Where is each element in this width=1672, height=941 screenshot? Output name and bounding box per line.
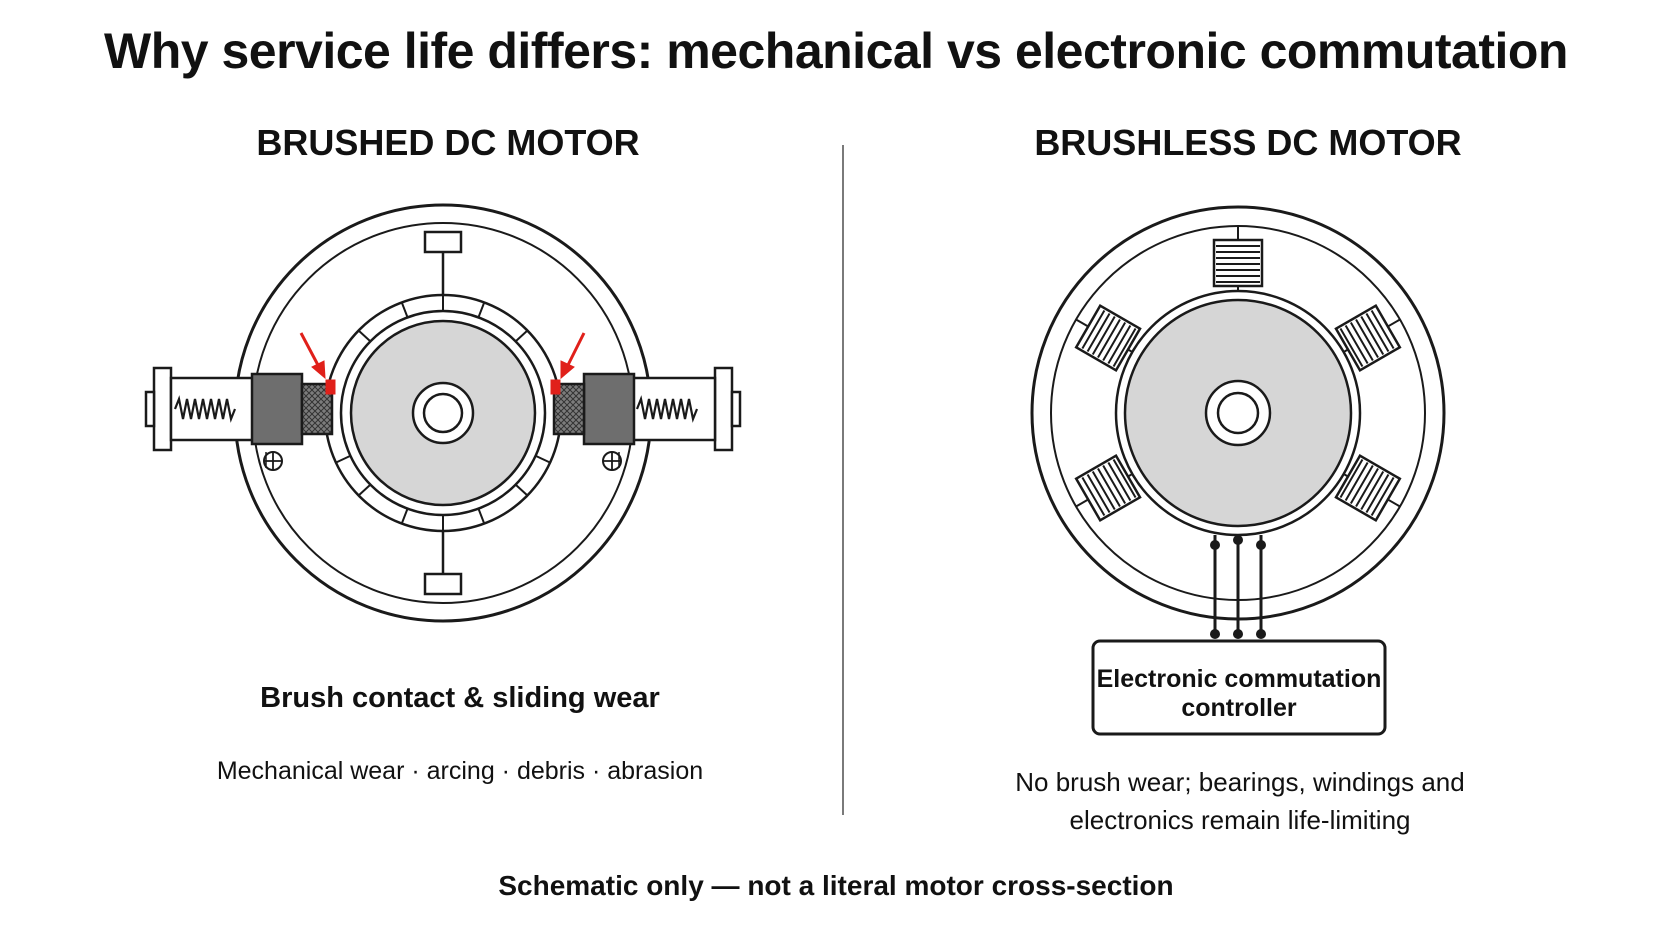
panel-divider	[842, 145, 844, 815]
right-wear-arrowhead	[560, 360, 575, 380]
brushed-shaft	[422, 392, 464, 434]
phase-wires	[1213, 535, 1263, 638]
wear-markers	[299, 332, 586, 395]
left-brush-holder	[250, 372, 304, 446]
stator-coil-lower-left	[1074, 454, 1142, 522]
brushed-motor-diagram	[144, 203, 742, 623]
brushed-pole-top	[423, 230, 463, 254]
brushed-caption-detail: Mechanical wear · arcing · debris · abra…	[216, 757, 704, 785]
controller-label: Electronic commutation controller	[1094, 665, 1384, 723]
footnote: Schematic only — not a literal motor cro…	[498, 870, 1174, 901]
commutator-segments	[334, 295, 552, 531]
brushless-caption-line1: No brush wear; bearings, windings and	[1015, 767, 1465, 797]
brushless-shaft	[1216, 391, 1260, 435]
right-brush-holder	[582, 372, 636, 446]
right-brush-assembly	[552, 366, 742, 471]
stator-coil-lower-right	[1334, 454, 1402, 522]
brushed-caption-title: Brush contact & sliding wear	[260, 682, 660, 714]
left-wear-spot	[325, 379, 336, 395]
wire-terminals	[1210, 535, 1266, 639]
stator-coil-top	[1212, 226, 1264, 293]
right-wear-spot	[550, 379, 561, 395]
brushless-motor-heading: BRUSHLESS DC MOTOR	[1034, 122, 1462, 163]
brushed-pole-bottom	[423, 572, 463, 596]
brushless-caption-line2: electronics remain life-limiting	[1069, 805, 1411, 835]
stator-coil-upper-left	[1074, 304, 1142, 372]
brushless-caption: No brush wear; bearings, windings and el…	[940, 763, 1540, 839]
left-brush-assembly	[144, 366, 334, 471]
brushless-motor-diagram	[1030, 205, 1446, 736]
controller-box	[1091, 639, 1387, 736]
page-title: Why service life differs: mechanical vs …	[104, 23, 1568, 79]
left-wear-arrowhead	[311, 360, 326, 380]
brushed-motor-heading: BRUSHED DC MOTOR	[256, 122, 640, 163]
controller-label-line2: controller	[1181, 694, 1297, 722]
stator-coil-upper-right	[1334, 304, 1402, 372]
controller-label-line1: Electronic commutation	[1096, 665, 1382, 693]
